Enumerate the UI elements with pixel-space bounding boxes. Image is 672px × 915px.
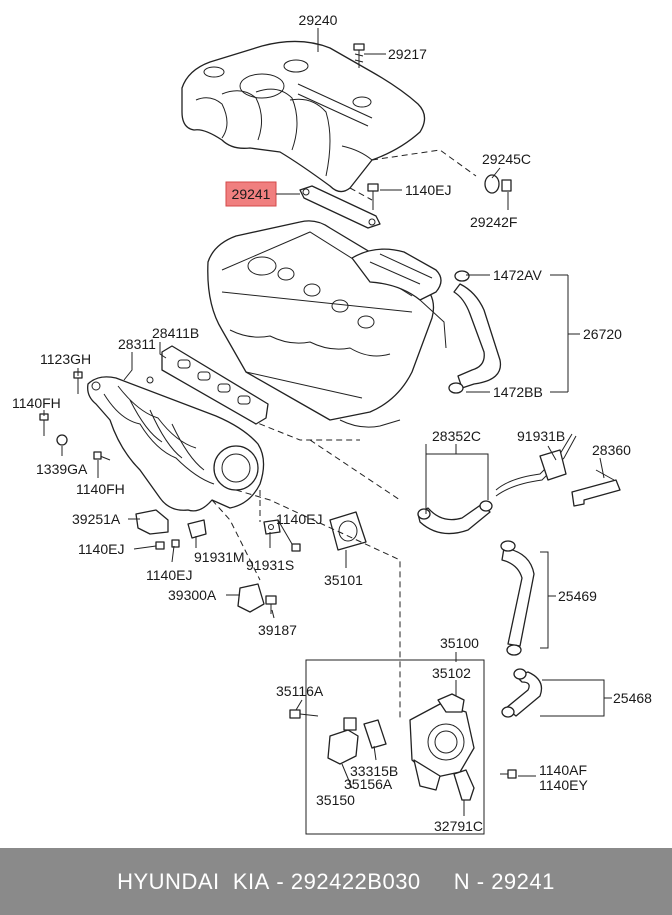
label-35102: 35102 [432, 665, 471, 681]
label-39251a: 39251A [72, 511, 121, 527]
footer-gap [421, 869, 454, 895]
throttle-body [409, 693, 475, 791]
grommet-29245c [484, 174, 512, 194]
label-1140fh-lower: 1140FH [76, 481, 125, 497]
bracket-28360 [571, 469, 621, 507]
bolt-1140fh-left [39, 413, 49, 436]
coolant-hose-25469 [500, 540, 535, 656]
footer-separator-2: - [470, 868, 492, 894]
label-29241: 29241 [232, 186, 271, 202]
footer-brand: HYUNDAI KIA [117, 868, 270, 894]
label-35116a: 35116A [276, 683, 324, 699]
label-1472av: 1472AV [493, 267, 542, 283]
coolant-hose-25468 [501, 668, 543, 718]
bolt-1140ej-b [171, 539, 180, 548]
label-1339ga: 1339GA [36, 461, 88, 477]
label-1140ej-top: 1140EJ [405, 182, 451, 198]
label-26720: 26720 [583, 326, 622, 342]
bolt-29217 [353, 43, 365, 68]
label-35156a: 35156A [344, 776, 393, 792]
footer-n-label: N [453, 868, 471, 894]
breather-hose-26720 [448, 270, 502, 394]
gasket-35156a [363, 719, 387, 749]
label-35100: 35100 [440, 635, 479, 651]
gasket-35101 [329, 511, 367, 551]
label-1140ej-c: 1140EJ [276, 511, 322, 527]
bracket-29241 [299, 185, 381, 229]
label-1140ey: 1140EY [539, 777, 588, 793]
footer-ref-number: 29241 [491, 868, 555, 894]
footer-part-number: 292422B030 [290, 868, 421, 894]
footer-separator: - [269, 868, 291, 894]
label-1140ej-b: 1140EJ [146, 567, 192, 583]
label-35150: 35150 [316, 792, 355, 808]
label-32791c: 32791C [434, 818, 483, 834]
label-29242f: 29242F [470, 214, 517, 230]
label-28360: 28360 [592, 442, 631, 458]
washer-91931s [263, 519, 281, 535]
manifold-gasket [161, 345, 269, 425]
sensor-39300a [237, 583, 277, 614]
label-25469: 25469 [558, 588, 597, 604]
pcv-hose-28352c [417, 500, 493, 535]
bracket-32791c [453, 769, 475, 801]
label-29245c: 29245C [482, 151, 531, 167]
bracket-91931m [187, 519, 207, 539]
highlight-29241 [225, 181, 277, 207]
label-29217: 29217 [388, 46, 427, 62]
label-29240: 29240 [299, 12, 338, 28]
bolt-1140fh-lower [93, 451, 111, 461]
leader-lines [43, 28, 612, 816]
parts-diagram: 29240 29217 29245C 29241 1140EJ 29242F 1… [12, 12, 652, 835]
engine-cover [181, 40, 426, 193]
label-28411b: 28411B [152, 325, 199, 341]
bolt-1140ej-a [155, 541, 165, 550]
label-1140fh-left: 1140FH [12, 395, 61, 411]
bolt-35116a [289, 709, 319, 719]
label-28352c: 28352C [432, 428, 481, 444]
label-1123gh: 1123GH [40, 351, 91, 367]
pipe-91931b [495, 433, 577, 497]
bolt-1140ej-top [367, 183, 379, 210]
nut-1339ga [56, 434, 68, 446]
label-1472bb: 1472BB [493, 384, 543, 400]
label-91931s: 91931S [246, 557, 294, 573]
tps-35150 [327, 717, 359, 765]
label-1140ej-a: 1140EJ [78, 541, 124, 557]
label-35101: 35101 [324, 572, 363, 588]
label-28311: 28311 [118, 336, 156, 352]
bracket-39251a [135, 509, 169, 535]
bolt-1140ej-c [291, 543, 301, 552]
footer-bar: HYUNDAI KIA - 292422B030 N - 29241 [0, 848, 672, 915]
label-39187: 39187 [258, 622, 297, 638]
label-91931b: 91931B [517, 428, 565, 444]
bolt-1140af [500, 769, 517, 779]
label-91931m: 91931M [194, 549, 245, 565]
label-33315b: 33315B [350, 763, 398, 779]
label-1140af: 1140AF [539, 762, 587, 778]
throttle-body-group-box [305, 659, 485, 835]
part-labels: 29240 29217 29245C 29241 1140EJ 29242F 1… [12, 12, 652, 834]
cylinder-head [207, 220, 447, 421]
label-39300a: 39300A [168, 587, 217, 603]
label-25468: 25468 [613, 690, 652, 706]
